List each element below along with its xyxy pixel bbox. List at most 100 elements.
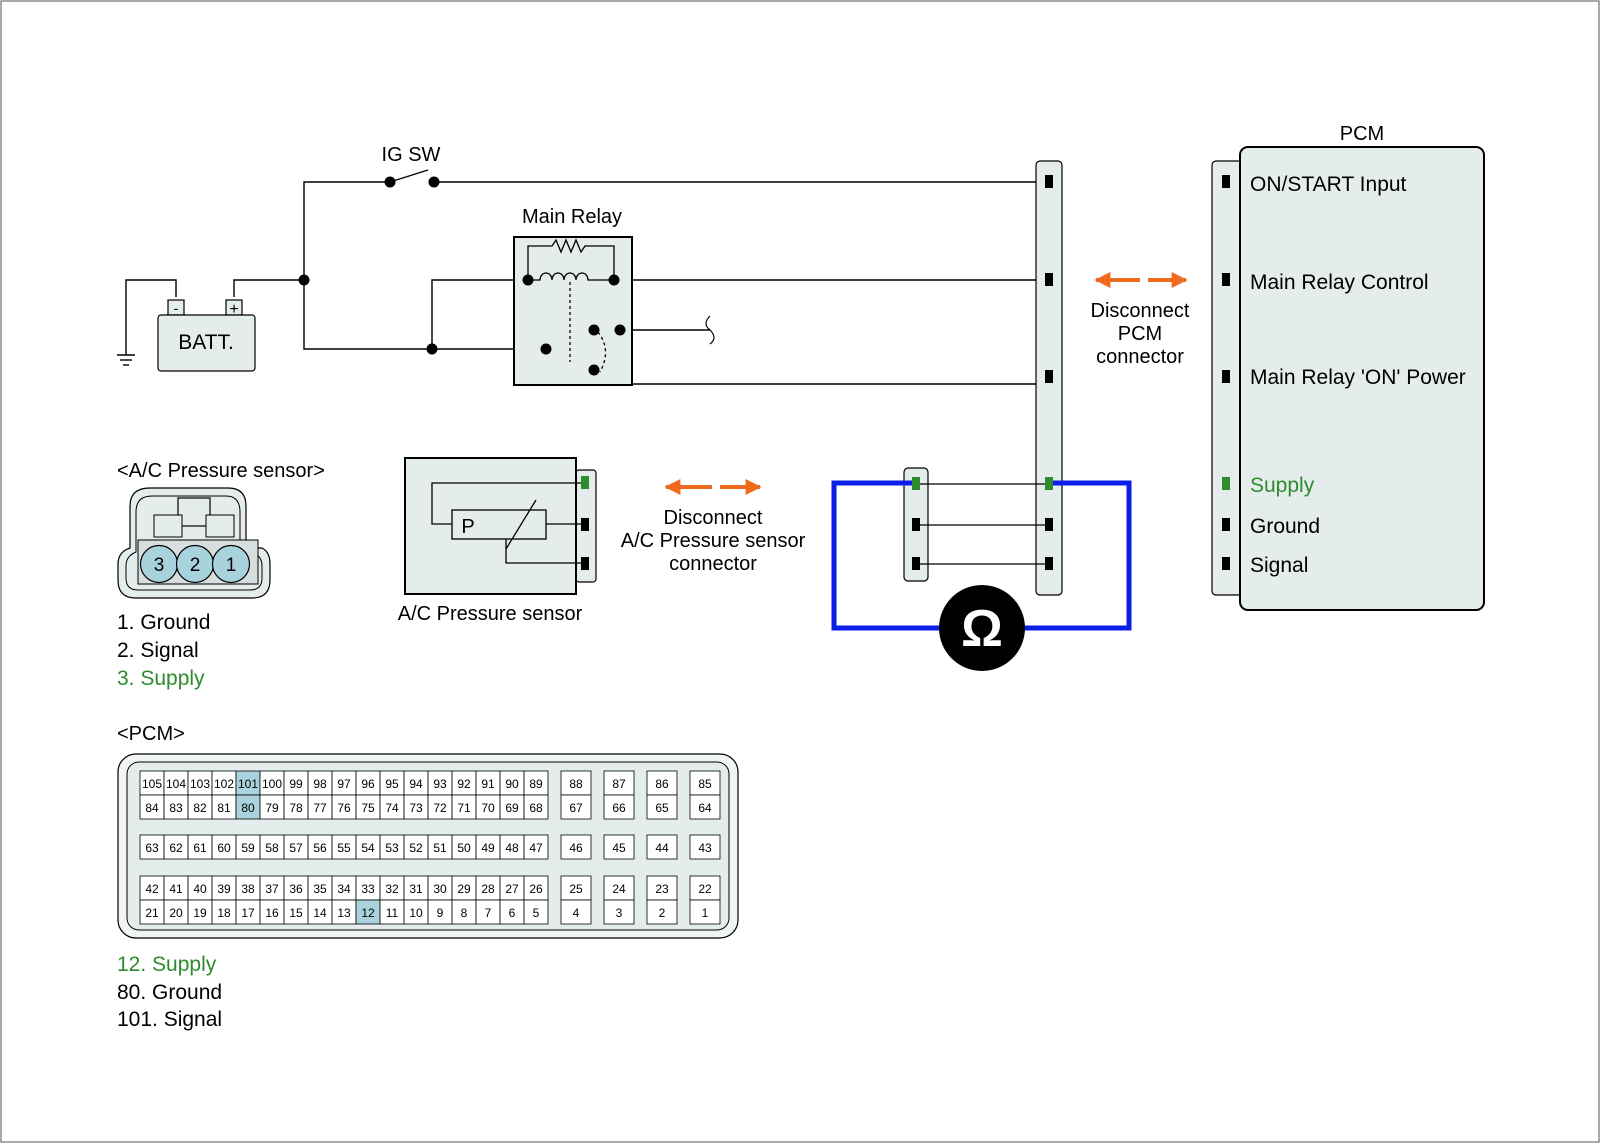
pcm-terminal-label: Signal [1250,554,1308,577]
pcm-pin-number: 36 [289,882,303,896]
pcm-pin-number: 97 [337,777,351,791]
pcm-pin-number: 28 [481,882,495,896]
ac-pressure-sensor: P A/C Pressure sensor [398,457,597,625]
pcm-pin-cell [331,794,357,820]
pcm-pin-number: 51 [433,841,447,855]
disconnect-pcm-line3: connector [1096,346,1184,368]
pcm-pin-cell [283,834,309,860]
pcm-pin-number: 8 [461,906,468,920]
ignition-switch: IG SW [382,144,441,188]
pcm-pin-cell [403,875,429,901]
pcm-pin-number: 99 [289,777,303,791]
ac-sensor-caption: A/C Pressure sensor [398,603,583,625]
pcm-pin-cell [689,899,721,925]
pcm-pin-cell [187,875,213,901]
pcm-pin-cell [523,794,549,820]
pcm-pin-number: 47 [529,841,543,855]
pcm-pin-number: 31 [409,882,423,896]
pcm-pin-number: 49 [481,841,495,855]
pcm-pin-number: 13 [337,906,351,920]
pcm-pin-cell [560,834,592,860]
pcm-pin-number: 53 [385,841,399,855]
pcm-pin-number: 35 [313,882,327,896]
pcm-pin-number: 98 [313,777,327,791]
pcm-pin-cell [259,834,285,860]
pcm-terminal-label: ON/START Input [1250,173,1407,196]
sensor-pin-number: 3 [154,555,165,576]
pcm-pin-number: 26 [529,882,543,896]
pcm-pin-number: 89 [529,777,543,791]
pcm-pin-cell [603,899,635,925]
power-circuit [117,169,1048,385]
pcm-pin-cell [451,899,477,925]
pcm-pin-number: 21 [145,906,159,920]
disconnect-sensor-line3: connector [669,553,757,575]
pcm-pin-number: 11 [386,906,399,920]
pcm-pin-number: 78 [289,801,303,815]
pcm-pin-legend-item: 101. Signal [117,1008,222,1031]
pcm-pin-number: 72 [433,801,447,815]
pcm-pin-cell [355,834,381,860]
pcm-pin-number: 55 [337,841,351,855]
pcm-pin-number: 15 [289,906,303,920]
disconnect-pcm-line2: PCM [1118,323,1162,345]
wire-break-mark [705,315,715,345]
pcm-pin-number: 41 [169,882,183,896]
pcm-pin-cell [451,794,477,820]
pcm-pin-number: 6 [509,906,516,920]
pcm-pin-cell [163,834,189,860]
pcm-title: PCM [1340,123,1384,145]
sensor-harness-connector [903,467,1045,582]
pcm-pin-cell [427,794,453,820]
pcm-pin-cell [211,875,237,901]
pcm-pin-number: 58 [265,841,279,855]
pcm-pin-cell [379,875,405,901]
pcm-pin-cell [646,794,678,820]
pcm-pin-number: 93 [433,777,447,791]
pcm-pin-number: 104 [166,777,186,791]
pcm-pin-number: 18 [217,906,231,920]
pcm-pin-cell [689,875,721,901]
pcm-pin-number: 38 [241,882,255,896]
pcm-pin-number: 59 [241,841,255,855]
pcm-pin-number: 86 [655,777,669,791]
pcm-harness-connector [1035,160,1063,596]
pcm-pin-cell [211,794,237,820]
pcm-pin-number: 87 [612,777,626,791]
pcm-pin-number: 103 [190,777,210,791]
pcm-pin-cell [427,770,453,796]
pcm-pin-cell [523,770,549,796]
pcm-pin-cell [646,899,678,925]
pcm-pin-number: 24 [612,882,626,896]
pcm-pin-cell [379,770,405,796]
pcm-pin-cell [475,770,501,796]
pcm-pin-cell [689,834,721,860]
junction-dot [426,343,438,355]
pcm-pin-cell [379,899,405,925]
sensor-pin-legend-item: 1. Ground [117,611,210,634]
pcm-pin-number: 102 [214,777,234,791]
pcm-pin-number: 39 [217,882,231,896]
pcm-pin-cell [475,899,501,925]
pcm-pin-number: 82 [193,801,207,815]
pcm-header: <PCM> [117,723,185,745]
pcm-pin-number: 19 [193,906,207,920]
pcm-pin-number: 67 [569,801,583,815]
pcm-pin-number: 7 [485,906,492,920]
pcm-pin-cell [523,834,549,860]
disconnect-pcm-note: Disconnect PCM connector [1091,272,1190,368]
junction-dot [298,274,310,286]
sensor-pin-legend-item: 2. Signal [117,639,199,662]
pcm-pin-number: 101 [238,777,258,791]
pcm-pin-number: 16 [265,906,279,920]
pcm-pin-cell [427,899,453,925]
pcm-pin-number: 43 [698,841,712,855]
pcm-pin-cell [689,794,721,820]
pcm-pin-cell [307,899,333,925]
pcm-pin-number: 14 [313,906,327,920]
pcm-pin-cell [603,770,635,796]
pcm-pin-number: 74 [385,801,399,815]
pcm-pin-cell [451,834,477,860]
